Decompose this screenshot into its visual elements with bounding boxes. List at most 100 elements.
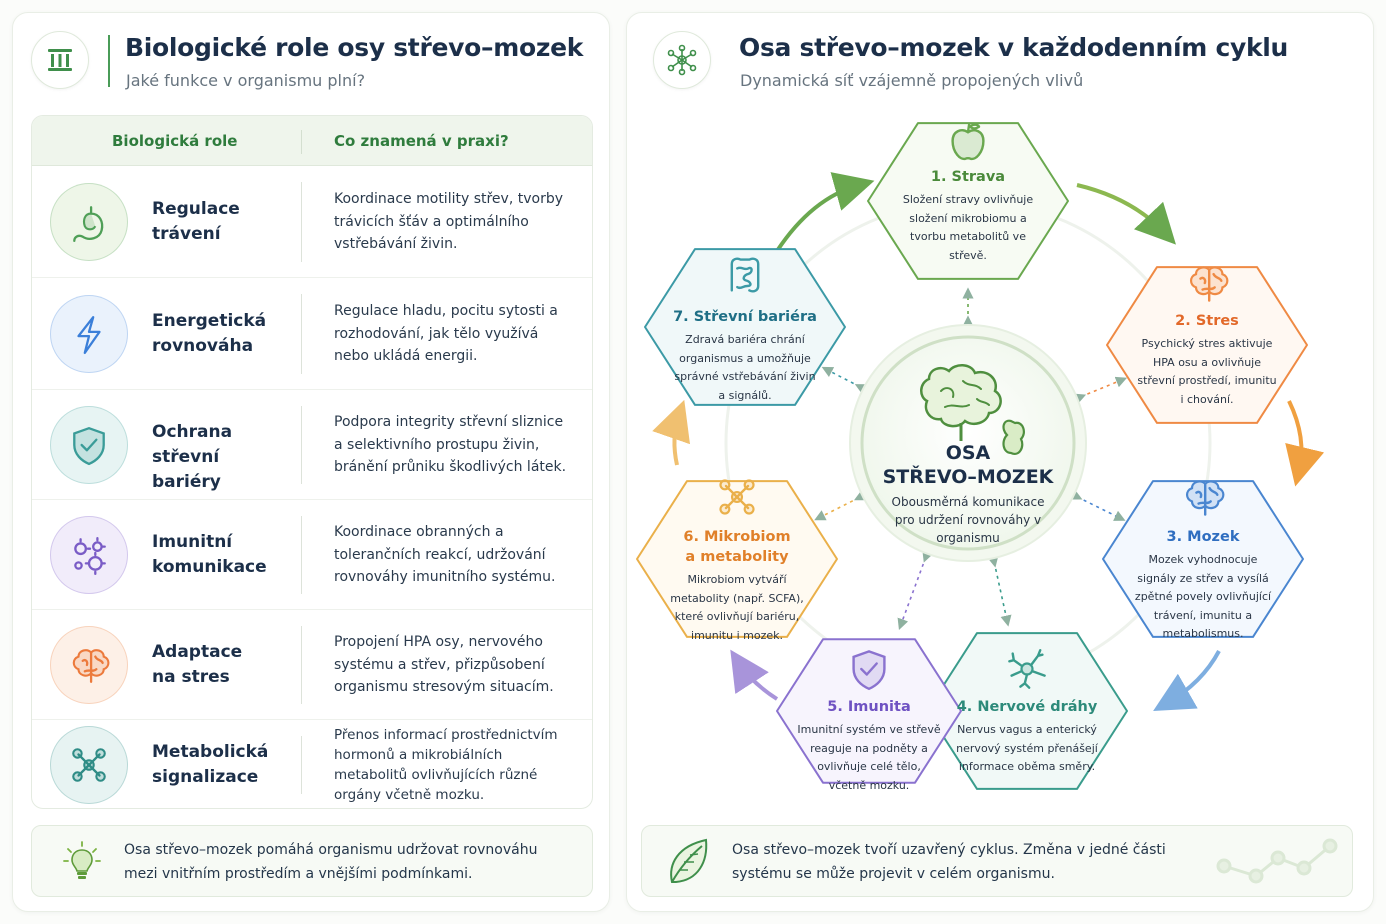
- right-panel: Osa střevo–mozek v každodenním cyklu Dyn…: [626, 12, 1374, 912]
- hexagon-nodes: [636, 122, 1308, 790]
- column-header-role: Biologická role: [112, 132, 238, 150]
- arrow-2-to-3: [1285, 400, 1325, 487]
- shield-check-icon: [50, 406, 128, 484]
- hex-node-title: 4. Nervové dráhy: [956, 699, 1098, 715]
- brain-icon: [50, 626, 128, 704]
- cycle-title: Osa střevo–mozek v každodenním cyklu: [739, 33, 1289, 62]
- column-header-meaning: Co znamená v praxi?: [334, 132, 509, 150]
- hex-node-description: Imunitní systém ve střevě reaguje na pod…: [797, 723, 941, 792]
- molecule-icon: [715, 475, 759, 523]
- spoke-line: [1069, 489, 1126, 521]
- intestine-icon: [723, 253, 767, 301]
- hex-node-description: Mozek vyhodnocuje signály ze střev a vys…: [1134, 553, 1272, 640]
- column-divider: [301, 626, 302, 704]
- page-title: Biologické role osy střevo–mozek: [125, 33, 584, 62]
- hex-node-description: Psychický stres aktivuje HPA osu a ovliv…: [1137, 337, 1277, 406]
- hex-node-description: Složení stravy ovlivňuje složení mikrobi…: [902, 193, 1034, 262]
- role-description: Koordinace motility střev, tvorby trávic…: [334, 191, 563, 253]
- role-description: Přenos informací prostřednictvím hormonů…: [334, 727, 558, 803]
- hexagon-node: [636, 480, 838, 638]
- hex-node-title: 2. Stres: [1175, 313, 1239, 329]
- hexagon-node: [1106, 266, 1308, 424]
- role-description: Propojení HPA osy, nervového systému a s…: [334, 634, 554, 696]
- table-header: [32, 116, 592, 166]
- arrow-5-to-6: [730, 649, 779, 701]
- lightning-icon: [50, 295, 128, 373]
- hex-node-title: 5. Imunita: [827, 699, 911, 715]
- hex-node-description: Zdravá bariéra chrání organismus a umožň…: [674, 333, 816, 402]
- hex-node-description: Nervus vagus a enterický nervový systém …: [956, 723, 1098, 773]
- role-description: Koordinace obranných a tolerančních reak…: [334, 524, 556, 586]
- lightbulb-icon: [62, 840, 102, 888]
- pillar-icon: [31, 31, 89, 89]
- molecule-icon: [50, 726, 128, 804]
- spoke-line: [987, 555, 1012, 627]
- hex-node-description: Mikrobiom vytváří metabolity (např. SCFA…: [670, 573, 804, 642]
- spoke-line: [1073, 376, 1128, 405]
- center-description: Obousměrná komunikace pro udržení rovnov…: [891, 495, 1045, 545]
- shield-check-icon: [847, 647, 891, 695]
- decorative-molecule-icon: [1216, 838, 1338, 884]
- cycle-subtitle: Dynamická síť vzájemně propojených vlivů: [740, 71, 1084, 90]
- column-divider: [301, 182, 302, 262]
- hexagon-node: [1102, 480, 1304, 638]
- arrow-7-to-1: [775, 172, 875, 253]
- brain-icon: [1181, 475, 1225, 523]
- header-divider: [301, 130, 302, 154]
- cycle-diagram: [636, 122, 1325, 790]
- hex-node-title: 3. Mozek: [1166, 529, 1240, 545]
- hexagon-node: [867, 122, 1069, 280]
- hex-node-title: 1. Strava: [930, 169, 1006, 185]
- brain-gut-icon: [920, 364, 1025, 455]
- hexagon-node: [644, 248, 846, 406]
- immune-cells-icon: [50, 516, 128, 594]
- hexagon-node: [776, 638, 962, 784]
- role-description: Podpora integrity střevní sliznice a sel…: [334, 414, 567, 476]
- cycle-note: Osa střevo–mozek tvoří uzavřený cyklus. …: [641, 825, 1353, 897]
- arrow-3-to-4: [1153, 650, 1221, 711]
- note-text: Osa střevo–mozek tvoří uzavřený cyklus. …: [732, 842, 1166, 882]
- spoke-line: [897, 550, 933, 630]
- brain-icon: [1185, 261, 1229, 309]
- cycle-arrows: [652, 172, 1325, 711]
- hex-node-title: 7. Střevní bariéra: [673, 309, 817, 325]
- apple-icon: [946, 119, 990, 167]
- center-node: [849, 324, 1087, 562]
- column-divider: [301, 736, 302, 794]
- leaf-icon: [664, 836, 712, 892]
- header-divider: [108, 35, 110, 87]
- network-icon: [653, 31, 711, 89]
- column-divider: [301, 406, 302, 484]
- page-subtitle: Jaké funkce v organismu plní?: [126, 71, 366, 90]
- neuron-icon: [1005, 647, 1049, 695]
- role-description: Regulace hladu, pocitu sytosti a rozhodo…: [334, 303, 558, 365]
- spoke-line: [821, 366, 868, 395]
- stomach-icon: [50, 183, 128, 261]
- column-divider: [301, 516, 302, 594]
- note-text: Osa střevo–mozek pomáhá organismu udržov…: [124, 842, 538, 882]
- column-divider: [301, 294, 302, 374]
- arrow-6-to-7: [652, 399, 691, 466]
- role-table: Biologická role Co znamená v praxi? Regu…: [31, 115, 593, 809]
- left-panel: Biologické role osy střevo–mozek Jaké fu…: [12, 12, 610, 912]
